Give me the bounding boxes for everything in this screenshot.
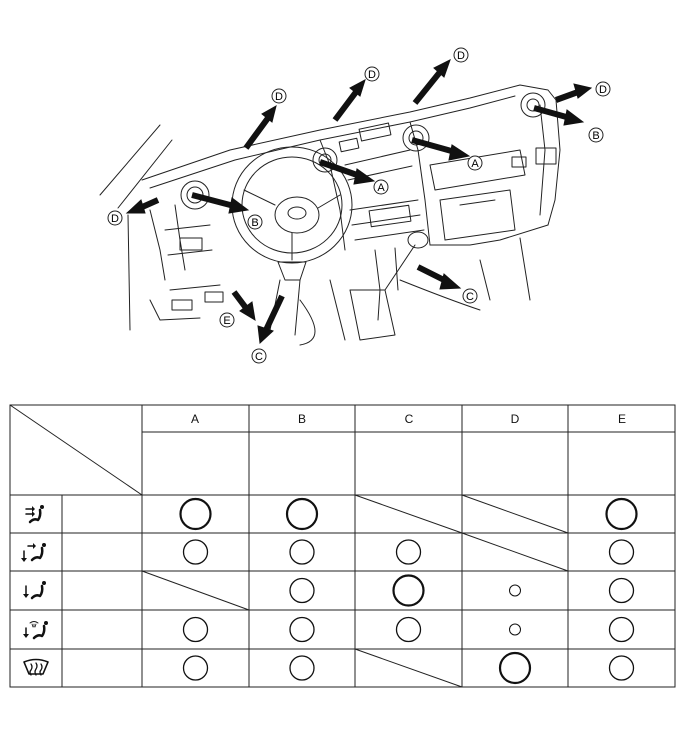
svg-text:D: D [111, 213, 119, 225]
cell-airflow-small [509, 584, 521, 597]
svg-text:D: D [368, 69, 376, 81]
cell-airflow-medium [289, 616, 315, 643]
svg-text:A: A [471, 158, 479, 170]
cell-not-applicable [354, 648, 463, 688]
cell-airflow-small [509, 623, 521, 636]
callout-E1: E [219, 312, 235, 328]
foot-vent-icon [23, 581, 46, 600]
bi-level-icon [21, 543, 46, 562]
arrow-B-right [533, 105, 585, 126]
svg-text:C: C [255, 351, 263, 363]
svg-text:C: C [466, 291, 474, 303]
svg-text:A: A [377, 182, 385, 194]
airflow-table: A B C D E [9, 404, 676, 688]
cell-airflow-medium [289, 577, 315, 604]
cell-airflow-large [392, 574, 425, 607]
cell-airflow-medium [182, 655, 209, 681]
arrow-C-left [257, 294, 285, 345]
callout-C2: C [251, 348, 267, 364]
cell-airflow-large [605, 497, 638, 531]
callout-A2: A [467, 155, 483, 171]
arrow-B-left [191, 192, 250, 214]
column-header-B: B [298, 412, 306, 426]
foot-defrost-icon [23, 621, 48, 640]
cell-airflow-medium [182, 616, 209, 643]
cell-airflow-medium [289, 539, 315, 565]
cell-not-applicable [354, 494, 463, 534]
arrow-C-right [416, 264, 462, 290]
column-header-A: A [191, 412, 199, 426]
callout-D1: D [271, 88, 287, 104]
table-cells [141, 494, 638, 688]
column-header-D: D [511, 412, 520, 426]
column-lines [248, 405, 569, 687]
arrow-D-right-top [412, 58, 451, 105]
cell-airflow-large [285, 497, 319, 531]
column-header-E: E [618, 412, 626, 426]
arrow-D-far-right [554, 83, 593, 103]
callout-B2: B [588, 127, 604, 143]
arrow-D-left-side [125, 197, 160, 214]
arrow-E [231, 290, 256, 321]
arrow-A-right [411, 137, 471, 161]
windshield-defrost-icon [23, 658, 49, 676]
mode-icons [21, 505, 49, 676]
cell-not-applicable [461, 494, 569, 534]
svg-text:E: E [223, 315, 230, 327]
cell-airflow-medium [395, 616, 422, 643]
arrow-D-left-top [243, 104, 277, 150]
arrow-D-center [332, 78, 366, 122]
dashboard-illustration [99, 84, 561, 346]
table-border [9, 404, 676, 688]
svg-text:D: D [599, 84, 607, 96]
cell-not-applicable [461, 532, 569, 572]
cell-airflow-large [498, 651, 532, 685]
cell-airflow-medium [182, 539, 209, 565]
callout-labels: A A B B C C D D [107, 47, 611, 364]
cell-airflow-medium [608, 577, 635, 604]
cell-airflow-medium [608, 539, 635, 565]
callout-D3: D [453, 47, 469, 63]
cell-not-applicable [141, 570, 250, 611]
cell-airflow-large [179, 497, 212, 531]
header-diagonal [9, 404, 143, 496]
airflow-arrows [125, 58, 593, 345]
cell-airflow-medium [395, 539, 422, 565]
callout-B1: B [247, 214, 263, 230]
svg-text:B: B [592, 130, 599, 142]
column-header-C: C [405, 412, 414, 426]
row-lines [10, 532, 675, 650]
svg-text:B: B [251, 217, 258, 229]
arrow-A-center [319, 159, 376, 185]
column-headers: A B C D E [191, 412, 626, 426]
callout-D2: D [364, 66, 380, 82]
cell-airflow-medium [608, 616, 635, 643]
callout-A1: A [373, 179, 389, 195]
face-vent-icon [25, 505, 44, 524]
cell-airflow-medium [608, 655, 635, 681]
svg-text:D: D [457, 50, 465, 62]
callout-C1: C [462, 288, 478, 304]
callout-D5: D [107, 210, 123, 226]
svg-text:D: D [275, 91, 283, 103]
callout-D4: D [595, 81, 611, 97]
cell-airflow-medium [289, 655, 315, 681]
